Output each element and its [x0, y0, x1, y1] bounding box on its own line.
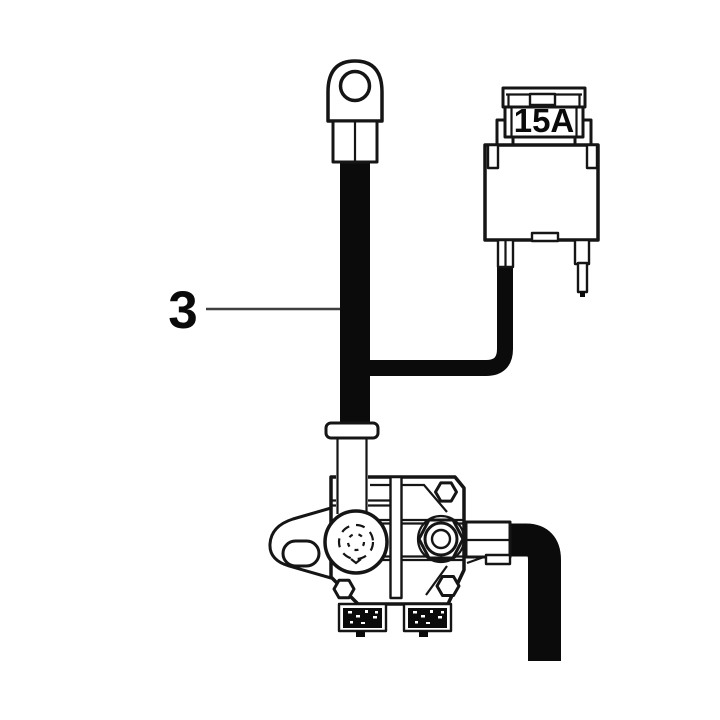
terminal-left-speckles	[348, 610, 378, 624]
fuse-holder-pigtail	[573, 238, 591, 297]
plunger-cap-inner-ring	[346, 532, 366, 552]
plunger-cap	[323, 509, 389, 575]
bolt-hole-bottom-right	[435, 575, 461, 597]
fuse-body-walls	[510, 107, 578, 137]
terminal-left-tab	[356, 631, 365, 637]
body-rib-lower	[425, 565, 448, 596]
starter-solenoid	[268, 421, 512, 637]
body-rib-upper	[370, 483, 448, 513]
output-connector-step	[484, 553, 512, 566]
fuse-cap-notch	[528, 92, 557, 107]
mounting-slot	[281, 539, 321, 568]
output-cable	[504, 523, 561, 661]
pigtail-upper	[573, 238, 591, 266]
fuse-rating-label: 15A	[514, 102, 575, 139]
hex-nut-bore-inner	[430, 528, 452, 550]
cable-boot-collar	[324, 421, 380, 440]
pigtail-lower	[576, 261, 589, 294]
battery-cable	[340, 160, 370, 427]
fuse-holder-body	[483, 143, 600, 242]
terminal-right-tab	[419, 631, 428, 637]
fuse-body	[503, 105, 585, 139]
output-cable-run	[504, 523, 561, 661]
fuse-lead-wire-path	[369, 263, 513, 376]
plunger-cap-circle	[323, 509, 389, 575]
fuse-holder-slot-left	[486, 143, 500, 170]
bolt-hole-bottom-left	[332, 578, 356, 600]
fuse-lead-wire	[369, 263, 513, 376]
fuse-holder-latch-tab	[530, 231, 560, 243]
ring-terminal-hole	[338, 69, 372, 103]
pigtail-tip	[580, 291, 585, 297]
battery-cable-run	[340, 160, 370, 427]
hex-terminal-fitting	[417, 518, 512, 566]
center-bar	[389, 475, 403, 600]
terminal-block-left	[337, 602, 388, 637]
fuse-assembly: 15A	[483, 86, 600, 297]
callout-number: 3	[168, 281, 197, 340]
plunger-cap-tick	[350, 558, 362, 565]
callout: 3	[168, 281, 340, 340]
output-connector-chamfer	[466, 555, 485, 565]
inlet-tube-walls	[336, 436, 368, 514]
inlet-tube-fill	[336, 434, 368, 516]
terminal-right-speckles	[413, 610, 444, 624]
terminal-block-right	[402, 602, 453, 637]
bolt-hole-top-right	[434, 481, 458, 503]
fuse-holder-slot-right	[585, 143, 599, 170]
ring-terminal	[326, 59, 384, 164]
plunger-cap-dashed-ring	[337, 523, 375, 561]
